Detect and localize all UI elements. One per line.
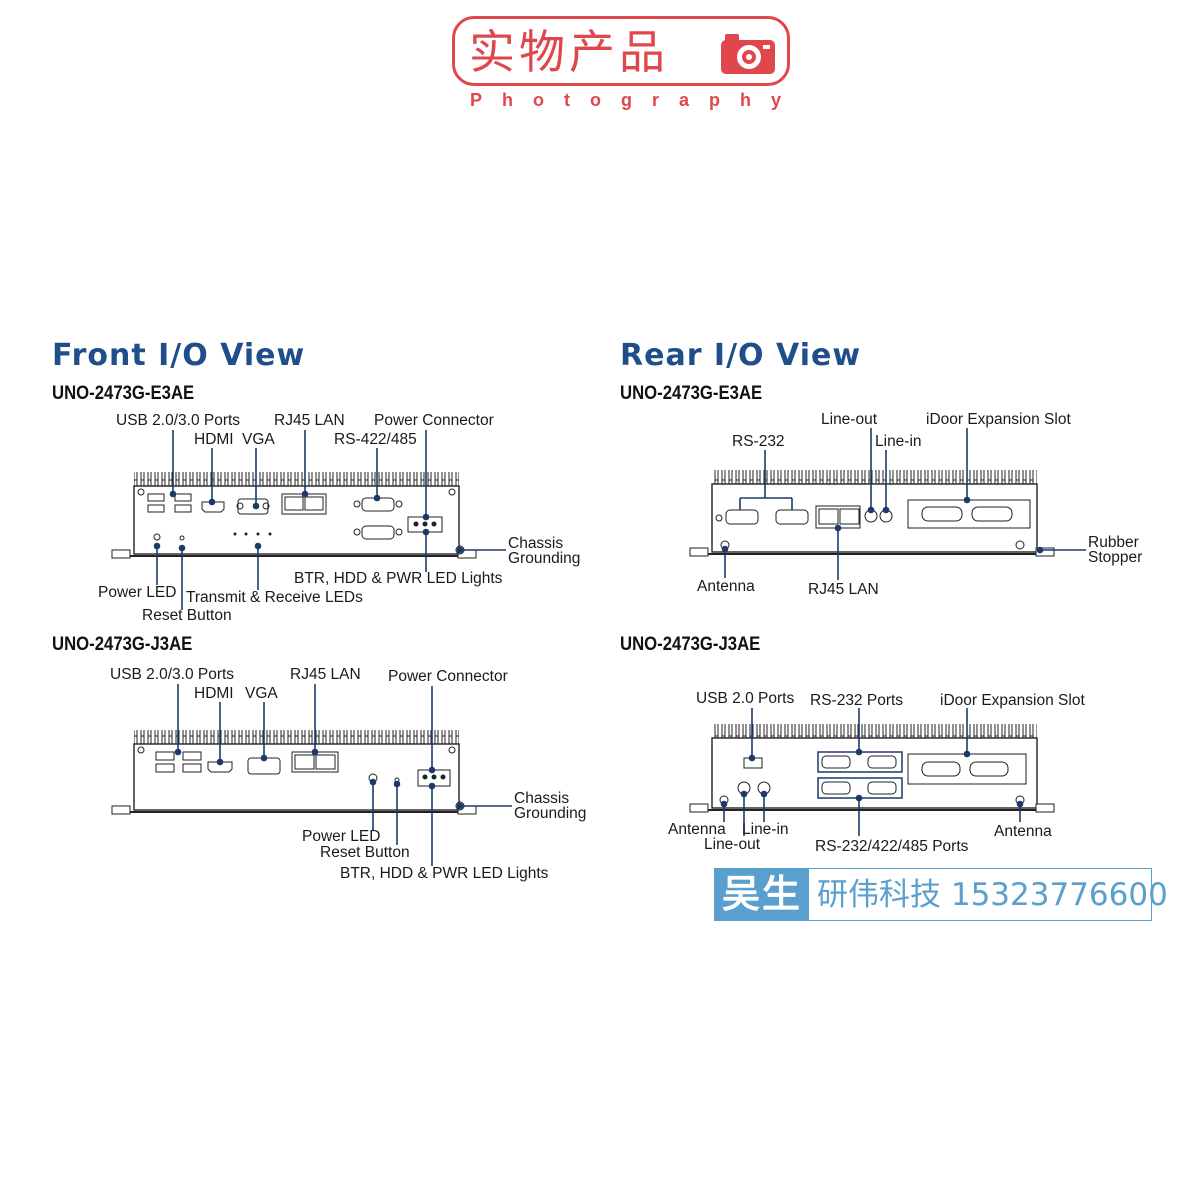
- rear-io-title: Rear I/O View: [620, 338, 862, 373]
- label-antenna: Antenna: [697, 578, 755, 595]
- label-rj45-lan: RJ45 LAN: [808, 581, 879, 598]
- label-line-out: Line-out: [704, 836, 761, 853]
- rear-j3-chassis: [689, 724, 1055, 813]
- rear-e3-chassis: [689, 470, 1055, 557]
- label-line-in: Line-in: [742, 821, 789, 838]
- label-rs232-ports: RS-232 Ports: [810, 692, 904, 709]
- label-led-lights: BTR, HDD & PWR LED Lights: [294, 570, 503, 587]
- label-grounding: Grounding: [514, 805, 587, 822]
- label-usb-ports: USB 2.0/3.0 Ports: [110, 666, 235, 683]
- label-antenna-left: Antenna: [668, 821, 726, 838]
- label-chassis: Chassis: [508, 535, 564, 552]
- front-e3-chassis: [111, 472, 477, 559]
- label-chassis: Chassis: [514, 790, 570, 807]
- front-e3-model: UNO-2473G-E3AE: [52, 383, 195, 404]
- label-usb-ports: USB 2.0 Ports: [696, 690, 795, 707]
- label-stopper: Stopper: [1088, 549, 1143, 566]
- label-power-connector: Power Connector: [374, 412, 494, 429]
- label-power-led: Power LED: [98, 584, 177, 601]
- photography-logo: 实物产品: [452, 16, 790, 86]
- callout-lines: [153, 428, 1086, 866]
- logo-title: 实物产品: [469, 25, 669, 79]
- contact-info: 研伟科技 15323776600: [817, 877, 1168, 913]
- label-transmit-receive-leds: Transmit & Receive LEDs: [186, 589, 363, 606]
- label-power-connector: Power Connector: [388, 668, 508, 685]
- label-led-lights: BTR, HDD & PWR LED Lights: [340, 865, 549, 882]
- camera-icon: [721, 34, 775, 74]
- front-j3-chassis: [111, 730, 477, 815]
- label-reset-button: Reset Button: [142, 607, 232, 624]
- label-hdmi: HDMI: [194, 685, 234, 702]
- label-rs422-485: RS-422/485: [334, 431, 417, 448]
- label-line-in: Line-in: [875, 433, 922, 450]
- label-line-out: Line-out: [821, 411, 878, 428]
- label-vga: VGA: [245, 685, 278, 702]
- label-rj45-lan: RJ45 LAN: [290, 666, 361, 683]
- label-idoor-slot: iDoor Expansion Slot: [940, 692, 1085, 709]
- front-j3-model: UNO-2473G-J3AE: [52, 634, 193, 655]
- label-usb-ports: USB 2.0/3.0 Ports: [116, 412, 241, 429]
- rear-e3-model: UNO-2473G-E3AE: [620, 383, 763, 404]
- label-reset-button: Reset Button: [320, 844, 410, 861]
- label-antenna-right: Antenna: [994, 823, 1052, 840]
- label-rs485-ports: RS-232/422/485 Ports: [815, 838, 969, 855]
- label-idoor-slot: iDoor Expansion Slot: [926, 411, 1071, 428]
- logo-subtitle: Photography: [470, 90, 801, 110]
- label-power-led: Power LED: [302, 828, 381, 845]
- label-vga: VGA: [242, 431, 275, 448]
- rear-j3-model: UNO-2473G-J3AE: [620, 634, 761, 655]
- contact-banner: 吴生 研伟科技 15323776600: [714, 868, 1168, 921]
- label-hdmi: HDMI: [194, 431, 234, 448]
- contact-name: 吴生: [715, 869, 809, 920]
- label-rubber: Rubber: [1088, 534, 1139, 551]
- label-rj45-lan: RJ45 LAN: [274, 412, 345, 429]
- label-grounding: Grounding: [508, 550, 581, 567]
- label-rs232: RS-232: [732, 433, 785, 450]
- front-io-title: Front I/O View: [52, 338, 306, 373]
